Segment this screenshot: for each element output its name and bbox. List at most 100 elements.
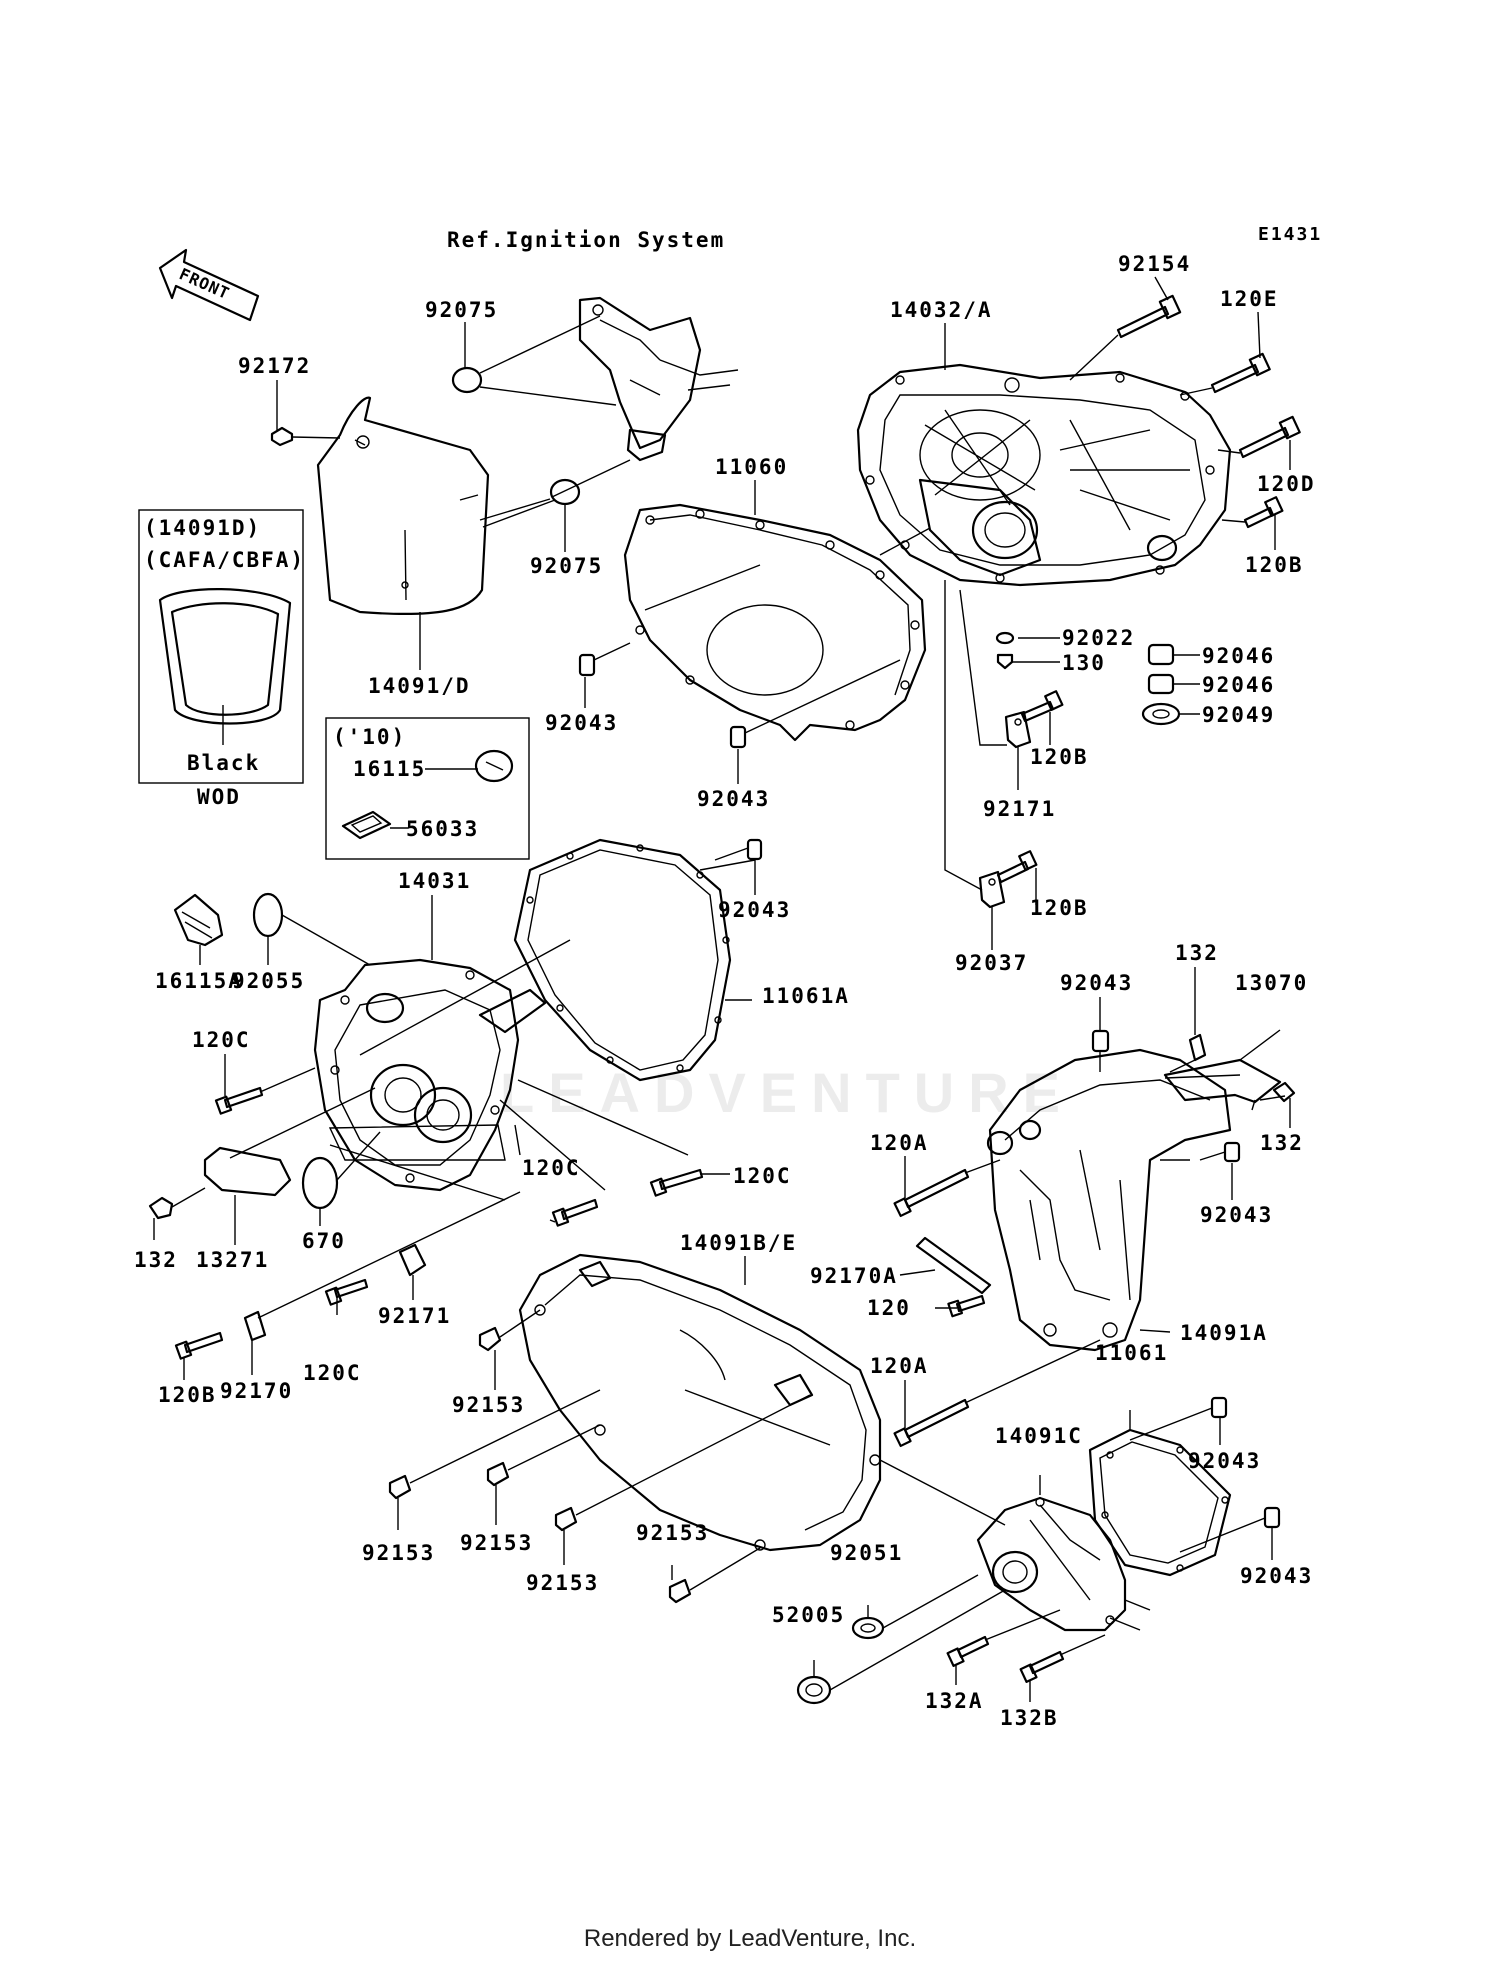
grommet-92075b bbox=[549, 478, 581, 506]
label-132a2: 132A bbox=[925, 1689, 984, 1713]
label-92171b: 92171 bbox=[378, 1304, 451, 1328]
label-52005: 52005 bbox=[772, 1603, 845, 1627]
dowel-92043b bbox=[729, 725, 747, 749]
cover-14091be bbox=[518, 1253, 882, 1552]
label-13271: 13271 bbox=[196, 1248, 269, 1272]
label-92170a: 92170A bbox=[810, 1264, 898, 1288]
label-92043g: 92043 bbox=[1240, 1564, 1313, 1588]
inset-windshield-line2: (CAFA/CBFA) bbox=[144, 548, 305, 572]
label-14091d: 14091/D bbox=[368, 674, 471, 698]
label-92170: 92170 bbox=[220, 1379, 293, 1403]
label-120a1: 120A bbox=[870, 1131, 929, 1155]
label-14091a: 14091A bbox=[1180, 1321, 1268, 1345]
label-92022: 92022 bbox=[1062, 626, 1135, 650]
label-92043c: 92043 bbox=[718, 898, 791, 922]
oring-670 bbox=[301, 1156, 339, 1210]
inset-2010-part-b: 56033 bbox=[406, 817, 479, 841]
inset-windshield-line1: (14091D) bbox=[144, 516, 261, 540]
label-92154: 92154 bbox=[1118, 252, 1191, 276]
bracket-92037 bbox=[978, 870, 1006, 909]
label-120b1: 120B bbox=[1245, 553, 1304, 577]
bolt-92153a bbox=[478, 1326, 502, 1352]
label-92046b: 92046 bbox=[1202, 673, 1275, 697]
bolt-120b2 bbox=[1020, 690, 1064, 723]
cover-14091a bbox=[986, 1048, 1232, 1352]
label-92153b: 92153 bbox=[362, 1541, 435, 1565]
bolt-120c2 bbox=[649, 1168, 704, 1197]
label-92153a: 92153 bbox=[452, 1393, 525, 1417]
label-120: 120 bbox=[867, 1296, 911, 1320]
front-arrow-icon: FRONT bbox=[158, 248, 260, 322]
bolt-132b bbox=[1019, 1650, 1065, 1683]
label-92171a: 92171 bbox=[983, 797, 1056, 821]
bolt-92153e bbox=[668, 1578, 692, 1604]
seal-52005 bbox=[796, 1675, 832, 1705]
label-92046a: 92046 bbox=[1202, 644, 1275, 668]
oil-cap-16115a bbox=[173, 893, 224, 947]
label-13070: 13070 bbox=[1235, 971, 1308, 995]
label-92153e: 92153 bbox=[636, 1521, 709, 1545]
diagram-code: E1431 bbox=[1258, 224, 1322, 245]
oring-92055 bbox=[252, 892, 284, 938]
collar-92046a bbox=[1147, 643, 1175, 666]
label-92043f: 92043 bbox=[1188, 1449, 1261, 1473]
bracket-92170 bbox=[243, 1310, 267, 1342]
label-14091be: 14091B/E bbox=[680, 1231, 797, 1255]
label-92051: 92051 bbox=[830, 1541, 903, 1565]
dowel-92043g bbox=[1263, 1506, 1281, 1529]
label-120c4: 120C bbox=[303, 1361, 362, 1385]
label-92075b: 92075 bbox=[530, 554, 603, 578]
bolt-92154 bbox=[1116, 294, 1182, 339]
label-16115a: 16115A bbox=[155, 969, 243, 993]
label-92043a: 92043 bbox=[545, 711, 618, 735]
ignition-bracket bbox=[578, 296, 739, 462]
label-11060: 11060 bbox=[715, 455, 788, 479]
label-120e: 120E bbox=[1220, 287, 1279, 311]
bolt-120c4 bbox=[324, 1278, 369, 1306]
bolt-132-top bbox=[1188, 1033, 1207, 1062]
gasket-11061a bbox=[513, 838, 732, 1082]
bolt-92153d bbox=[554, 1506, 578, 1532]
bolt-120b3 bbox=[996, 850, 1038, 884]
inset-windshield-code: WOD bbox=[197, 785, 241, 809]
label-92172: 92172 bbox=[238, 354, 311, 378]
inset-windshield-color: Black bbox=[187, 751, 260, 775]
label-120d: 120D bbox=[1257, 472, 1316, 496]
bolt-120a2 bbox=[893, 1398, 970, 1448]
inset-2010: ('10) 16115 56033 bbox=[325, 717, 530, 860]
bolt-120c3 bbox=[551, 1198, 599, 1227]
footer-credit: Rendered by LeadVenture, Inc. bbox=[583, 1925, 917, 1952]
label-120a2: 120A bbox=[870, 1354, 929, 1378]
bolt-92153b bbox=[388, 1474, 412, 1500]
label-670: 670 bbox=[302, 1229, 346, 1253]
label-120b4: 120B bbox=[158, 1383, 217, 1407]
label-14031: 14031 bbox=[398, 869, 471, 893]
dowel-92043e bbox=[1223, 1141, 1241, 1163]
bolt-120 bbox=[947, 1294, 986, 1318]
strap-92170a bbox=[915, 1236, 992, 1295]
gasket-11060 bbox=[623, 503, 927, 742]
bolt-120a1 bbox=[893, 1168, 970, 1218]
bracket-92171b bbox=[398, 1243, 427, 1277]
label-11061: 11061 bbox=[1095, 1341, 1168, 1365]
label-132c: 132 bbox=[1260, 1131, 1304, 1155]
bolt-132-left bbox=[148, 1196, 174, 1220]
inset-2010-part-a: 16115 bbox=[353, 757, 426, 781]
inset-windshield: (14091D) (CAFA/CBFA) Black WOD bbox=[138, 509, 305, 809]
label-92055: 92055 bbox=[232, 969, 305, 993]
cover-14091c bbox=[976, 1496, 1127, 1632]
label-130: 130 bbox=[1062, 651, 1106, 675]
seal-92049 bbox=[1141, 702, 1181, 726]
dowel-92043f bbox=[1210, 1396, 1228, 1419]
label-132b: 132 bbox=[1175, 941, 1219, 965]
label-120c3: 120C bbox=[522, 1156, 581, 1180]
crankcase-cover-14032 bbox=[856, 363, 1232, 587]
cover-13271 bbox=[203, 1146, 292, 1197]
label-92043b: 92043 bbox=[697, 787, 770, 811]
bracket-92171a bbox=[1004, 710, 1032, 749]
label-14091c: 14091C bbox=[995, 1424, 1083, 1448]
label-92153d: 92153 bbox=[526, 1571, 599, 1595]
plug-130 bbox=[996, 653, 1014, 670]
label-92043e: 92043 bbox=[1200, 1203, 1273, 1227]
